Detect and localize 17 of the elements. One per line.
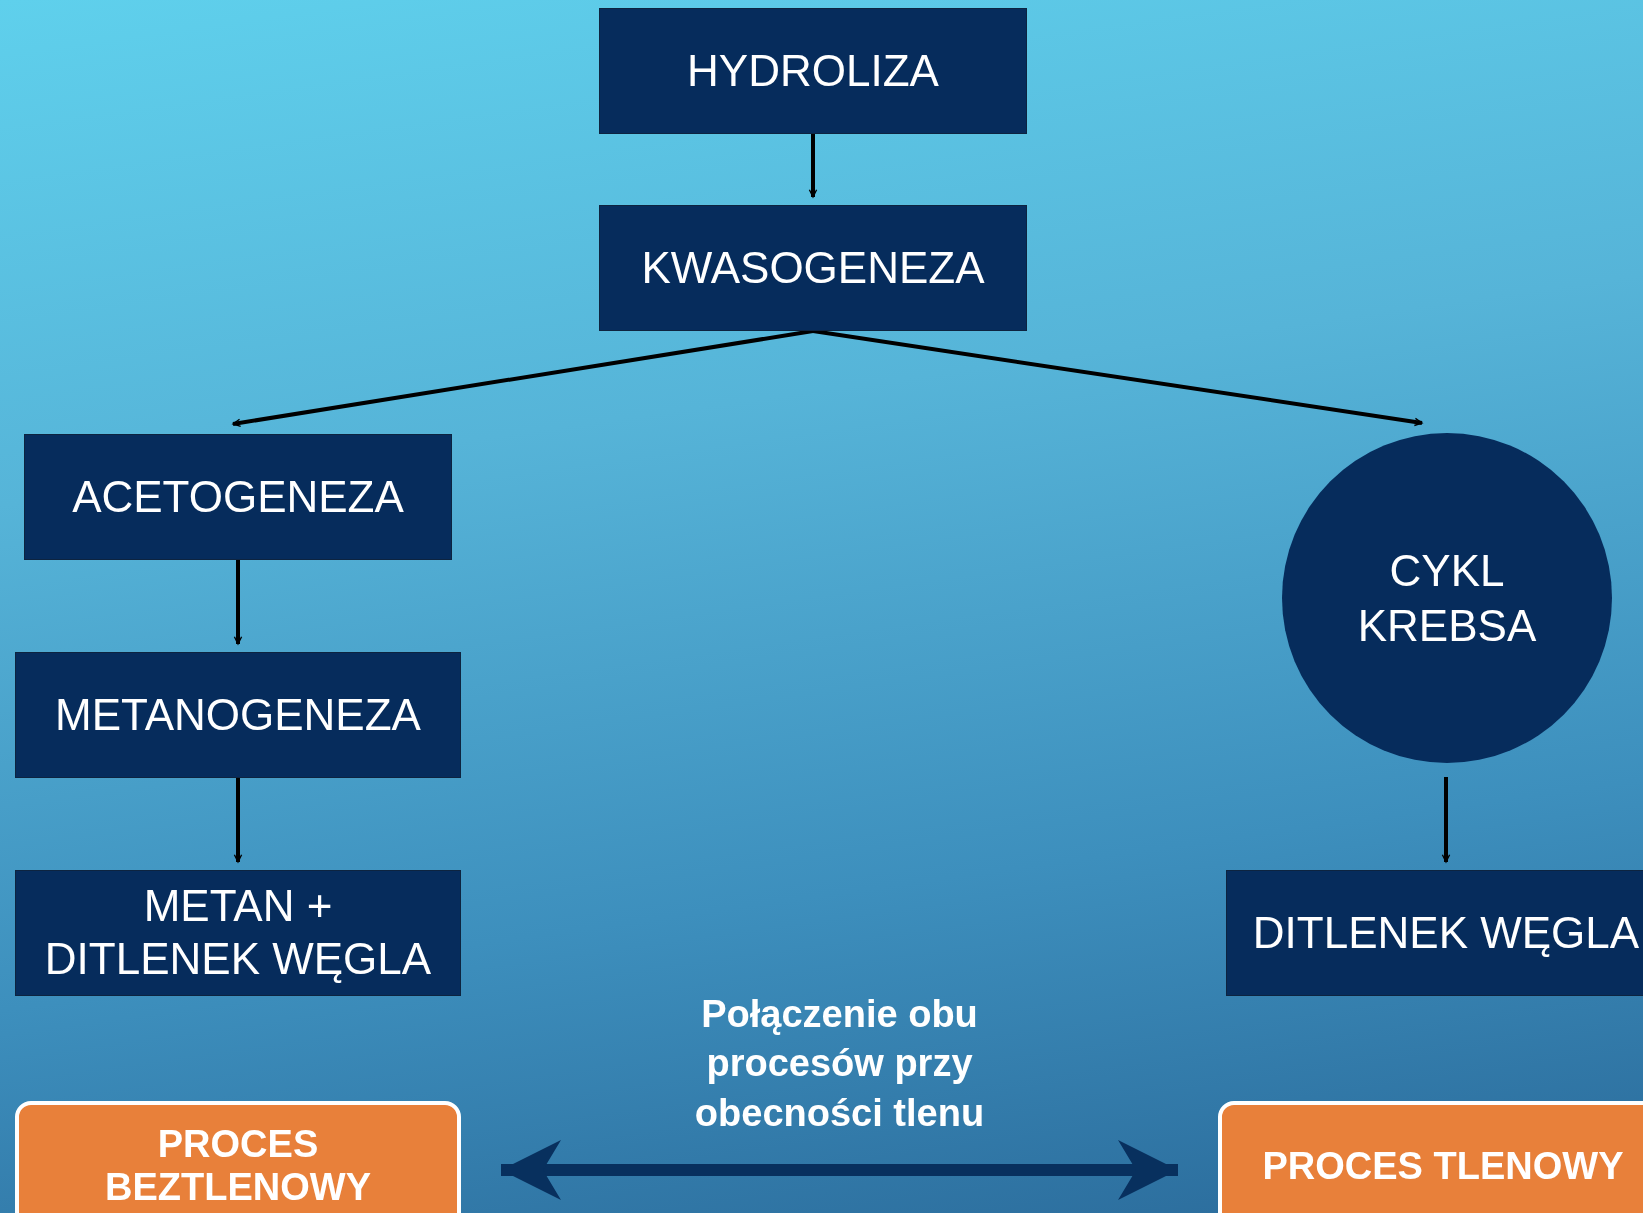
process-box: ACETOGENEZA xyxy=(24,434,452,560)
process-circle: CYKL KREBSA xyxy=(1282,433,1612,763)
process-box: METAN + DITLENEK WĘGLA xyxy=(15,870,461,996)
process-box: HYDROLIZA xyxy=(599,8,1027,134)
arrow xyxy=(232,329,814,428)
process-box: KWASOGENEZA xyxy=(599,205,1027,331)
category-box: PROCES TLENOWY xyxy=(1218,1101,1643,1213)
process-box: DITLENEK WĘGLA xyxy=(1226,870,1643,996)
arrow xyxy=(233,560,243,645)
edge-label: Połączenie obu procesów przy obecności tlenu xyxy=(693,992,986,1136)
arrow xyxy=(501,1140,1178,1200)
arrow xyxy=(812,329,1423,427)
process-box: METANOGENEZA xyxy=(15,652,461,778)
arrow xyxy=(808,134,818,198)
category-box: PROCES BEZTLENOWY xyxy=(15,1101,461,1213)
arrow xyxy=(233,778,243,863)
arrow xyxy=(1441,777,1451,863)
